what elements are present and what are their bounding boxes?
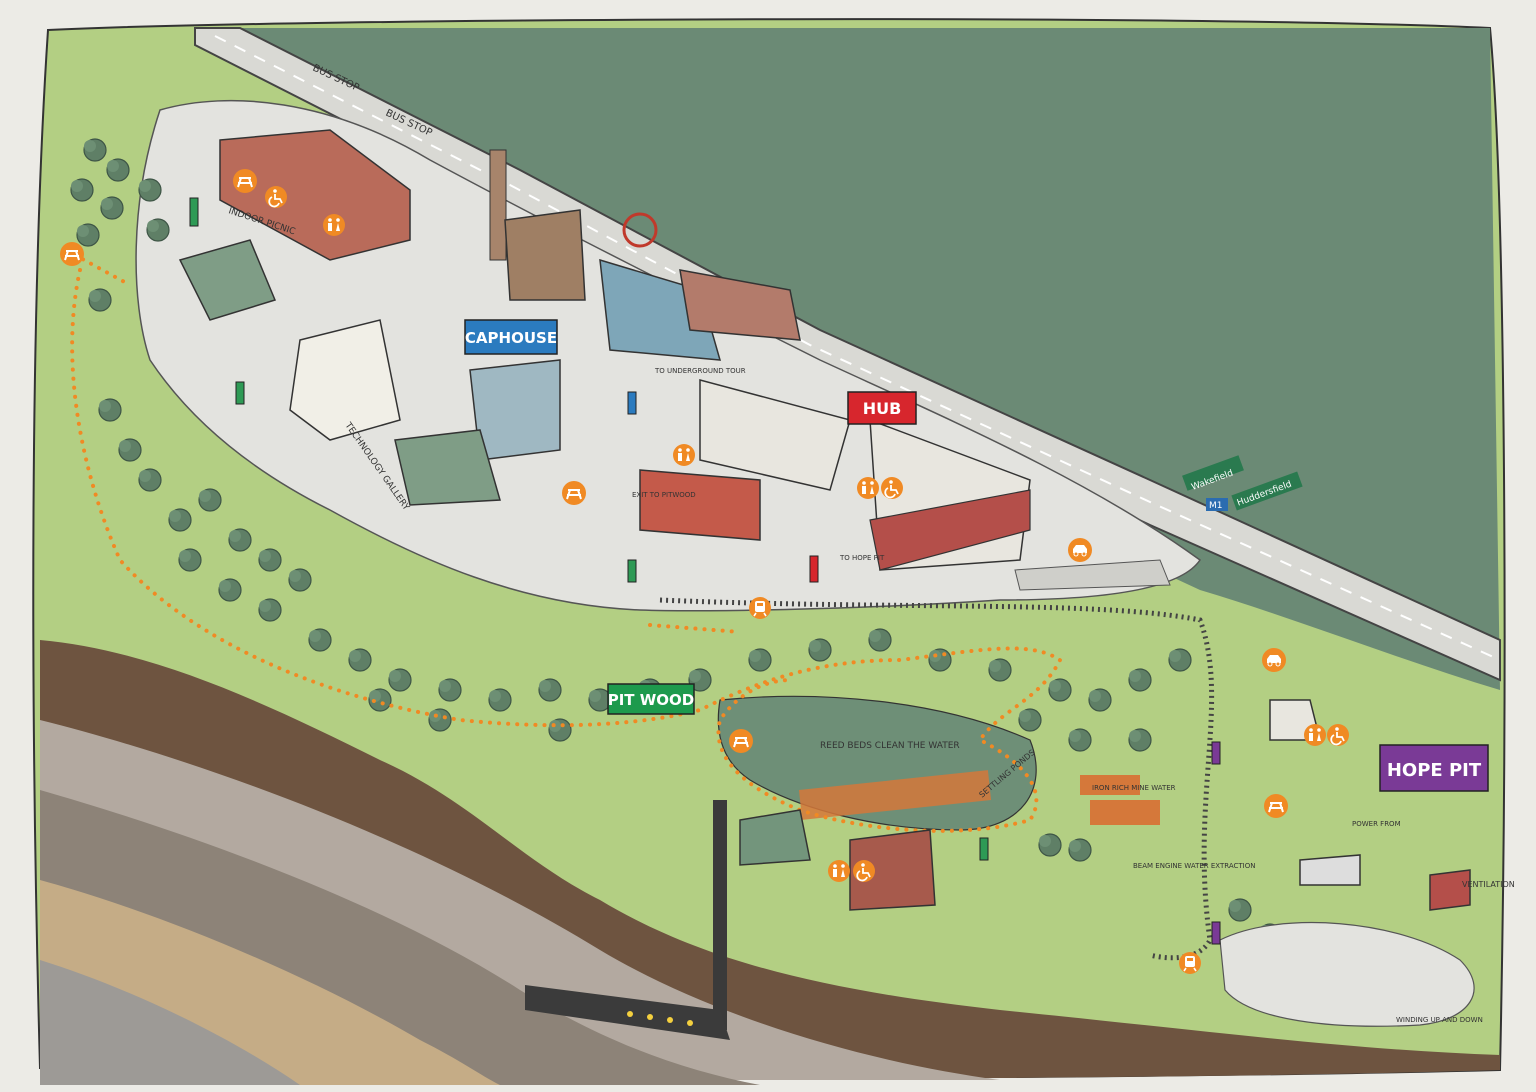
toilets-icon	[1304, 724, 1326, 746]
accessible-icon	[852, 859, 876, 883]
road-sign-m1: M1	[1206, 498, 1228, 511]
mine-shaft	[713, 800, 727, 1030]
hope-pit-ground	[1219, 921, 1475, 1027]
reed-beds-label: REED BEDS CLEAN THE WATER	[820, 741, 960, 751]
picnic-icon	[232, 168, 258, 194]
signpost	[627, 391, 637, 415]
toilets-icon	[828, 860, 850, 882]
winding-label: WINDING UP AND DOWN	[1396, 1016, 1483, 1024]
svg-text:PIT WOOD: PIT WOOD	[608, 691, 695, 709]
signpost	[627, 559, 637, 583]
beam-engine-label: BEAM ENGINE WATER EXTRACTION	[1133, 862, 1255, 870]
signpost	[189, 197, 199, 227]
caphouse-buildings	[178, 129, 1471, 1016]
toilets-icon	[673, 444, 695, 466]
exit-pitwood-label: EXIT TO PITWOOD	[632, 491, 696, 499]
picnic-icon	[59, 241, 85, 267]
accessible-icon	[1326, 723, 1350, 747]
signpost	[235, 381, 245, 405]
railway	[659, 597, 1215, 961]
picnic-icon	[1263, 793, 1289, 819]
picnic-icon	[561, 480, 587, 506]
train-icon	[748, 596, 772, 620]
parking-icon	[1067, 537, 1093, 563]
signpost	[809, 555, 819, 583]
hope-pit-sign[interactable]: HOPE PIT	[1379, 744, 1489, 792]
car-park	[1014, 559, 1171, 591]
picnic-icon	[728, 728, 754, 754]
svg-text:HUB: HUB	[863, 399, 902, 418]
parking-icon	[1261, 647, 1287, 673]
signpost	[1211, 921, 1221, 945]
caphouse-sign[interactable]: CAPHOUSE	[464, 319, 558, 355]
svg-text:HOPE PIT: HOPE PIT	[1387, 760, 1482, 781]
power-from-label: POWER FROM	[1352, 820, 1401, 828]
signpost	[1211, 741, 1221, 765]
underground-tour-label: TO UNDERGROUND TOUR	[654, 367, 746, 375]
svg-text:CAPHOUSE: CAPHOUSE	[465, 329, 557, 347]
accessible-icon	[264, 185, 288, 209]
toilets-icon	[323, 214, 345, 236]
toilets-icon	[857, 477, 879, 499]
ventilation-label: VENTILATION	[1462, 880, 1515, 889]
hub-sign[interactable]: HUB	[847, 391, 917, 425]
mine-water-label: IRON RICH MINE WATER	[1092, 784, 1176, 792]
to-hope-pit-label: TO HOPE PIT	[839, 554, 885, 562]
pitwood-sign[interactable]: PIT WOOD	[607, 683, 695, 715]
svg-text:M1: M1	[1209, 501, 1223, 511]
train-icon	[1178, 951, 1202, 975]
signpost	[979, 837, 989, 861]
accessible-icon	[880, 476, 904, 500]
